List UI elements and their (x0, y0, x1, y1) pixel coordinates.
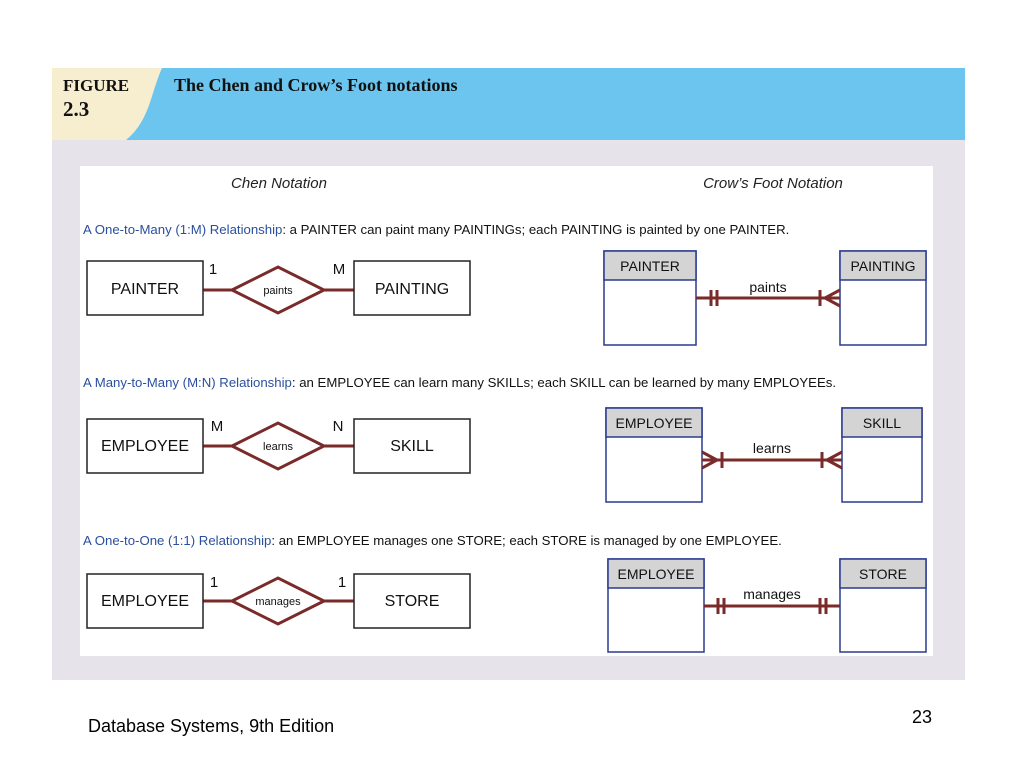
row-one-to-many: A One-to-Many (1:M) Relationship: a PAIN… (83, 222, 927, 346)
chen-entity-left-label: PAINTER (111, 281, 179, 298)
chen-diagram: EMPLOYEE 1 manages 1 STORE (86, 573, 471, 629)
chen-entity-right-label: SKILL (390, 438, 434, 455)
cf-entity-right-label: PAINTING (850, 258, 915, 274)
chen-entity-left (86, 418, 204, 474)
cf-entity-right-header (839, 250, 927, 281)
crows-foot-diagram: PAINTER PAINTING paints (603, 250, 927, 346)
chen-entity-right-label: PAINTING (375, 281, 449, 298)
description-lead: A One-to-One (1:1) Relationship (83, 533, 271, 548)
page-number: 23 (912, 707, 933, 727)
chen-right-cardinality: 1 (338, 574, 346, 591)
chen-left-cardinality: 1 (209, 261, 217, 278)
chen-right-cardinality: N (333, 418, 344, 435)
chen-diagram: PAINTER 1 paints M PAINTING (86, 260, 471, 316)
chen-left-cardinality: 1 (210, 574, 218, 591)
chen-entity-left-label: EMPLOYEE (101, 593, 189, 610)
row-many-to-many: A Many-to-Many (M:N) Relationship: an EM… (83, 375, 923, 503)
cf-left-end-one-mark (716, 598, 726, 614)
cf-entity-left-label: PAINTER (620, 258, 680, 274)
chen-right-cardinality: M (333, 261, 346, 278)
crows-foot-diagram: EMPLOYEE STORE manages (607, 558, 927, 653)
chen-entity-right-label: STORE (385, 593, 440, 610)
diagram-area (80, 166, 933, 656)
cf-right-end-many-mark (818, 288, 841, 308)
row-description: A Many-to-Many (M:N) Relationship: an EM… (83, 375, 836, 390)
row-one-to-one: A One-to-One (1:1) Relationship: an EMPL… (83, 533, 927, 653)
chen-entity-left (86, 260, 204, 316)
cf-entity-right-header (839, 558, 927, 589)
cf-right-end-many-mark (820, 450, 843, 470)
figure-number: 2.3 (63, 97, 89, 121)
cf-entity-right-header (841, 407, 923, 438)
footer-source: Database Systems, 9th Edition (88, 716, 335, 736)
cf-relationship-label: paints (749, 279, 786, 295)
row-description: A One-to-Many (1:M) Relationship: a PAIN… (83, 222, 789, 237)
cf-entity-left-label: EMPLOYEE (617, 566, 694, 582)
cf-relationship-label: manages (743, 586, 801, 602)
cf-entity-right-label: SKILL (863, 415, 901, 431)
cf-entity-left-header (603, 250, 697, 281)
chen-entity-left-label: EMPLOYEE (101, 438, 189, 455)
cf-right-end-one-mark (818, 598, 828, 614)
figure-title: The Chen and Crow’s Foot notations (174, 75, 458, 95)
cf-entity-right-label: STORE (859, 566, 907, 582)
description-text: : an EMPLOYEE manages one STORE; each ST… (271, 533, 781, 548)
crows-foot-diagram: EMPLOYEE SKILL learns (605, 407, 923, 503)
figure-tab (52, 68, 162, 140)
chen-relationship-diamond (228, 576, 328, 626)
chen-entity-right (353, 573, 471, 629)
chen-diagram: EMPLOYEE M learns N SKILL (86, 418, 471, 474)
description-text: : an EMPLOYEE can learn many SKILLs; eac… (292, 375, 836, 390)
chen-column-header: Chen Notation (231, 175, 327, 192)
cf-left-end-one-mark (709, 290, 719, 306)
chen-entity-right (353, 418, 471, 474)
figure-word: FIGURE (63, 76, 129, 95)
row-description: A One-to-One (1:1) Relationship: an EMPL… (83, 533, 782, 548)
description-text: : a PAINTER can paint many PAINTINGs; ea… (282, 222, 789, 237)
chen-relationship-label: manages (255, 596, 301, 608)
crows-foot-column-header: Crow’s Foot Notation (703, 175, 843, 192)
chen-entity-left (86, 573, 204, 629)
cf-entity-left-label: EMPLOYEE (615, 415, 692, 431)
description-lead: A Many-to-Many (M:N) Relationship (83, 375, 292, 390)
chen-entity-right (353, 260, 471, 316)
chen-left-cardinality: M (211, 418, 224, 435)
cf-entity-left-header (607, 558, 705, 589)
chen-relationship-diamond (228, 265, 328, 315)
chen-relationship-diamond (228, 421, 328, 471)
header-band (52, 68, 965, 140)
cf-entity-left-header (605, 407, 703, 438)
description-lead: A One-to-Many (1:M) Relationship (83, 222, 282, 237)
chen-relationship-label: learns (263, 441, 293, 453)
chen-relationship-label: paints (263, 285, 293, 297)
cf-left-end-many-mark (701, 450, 724, 470)
cf-relationship-label: learns (753, 440, 791, 456)
